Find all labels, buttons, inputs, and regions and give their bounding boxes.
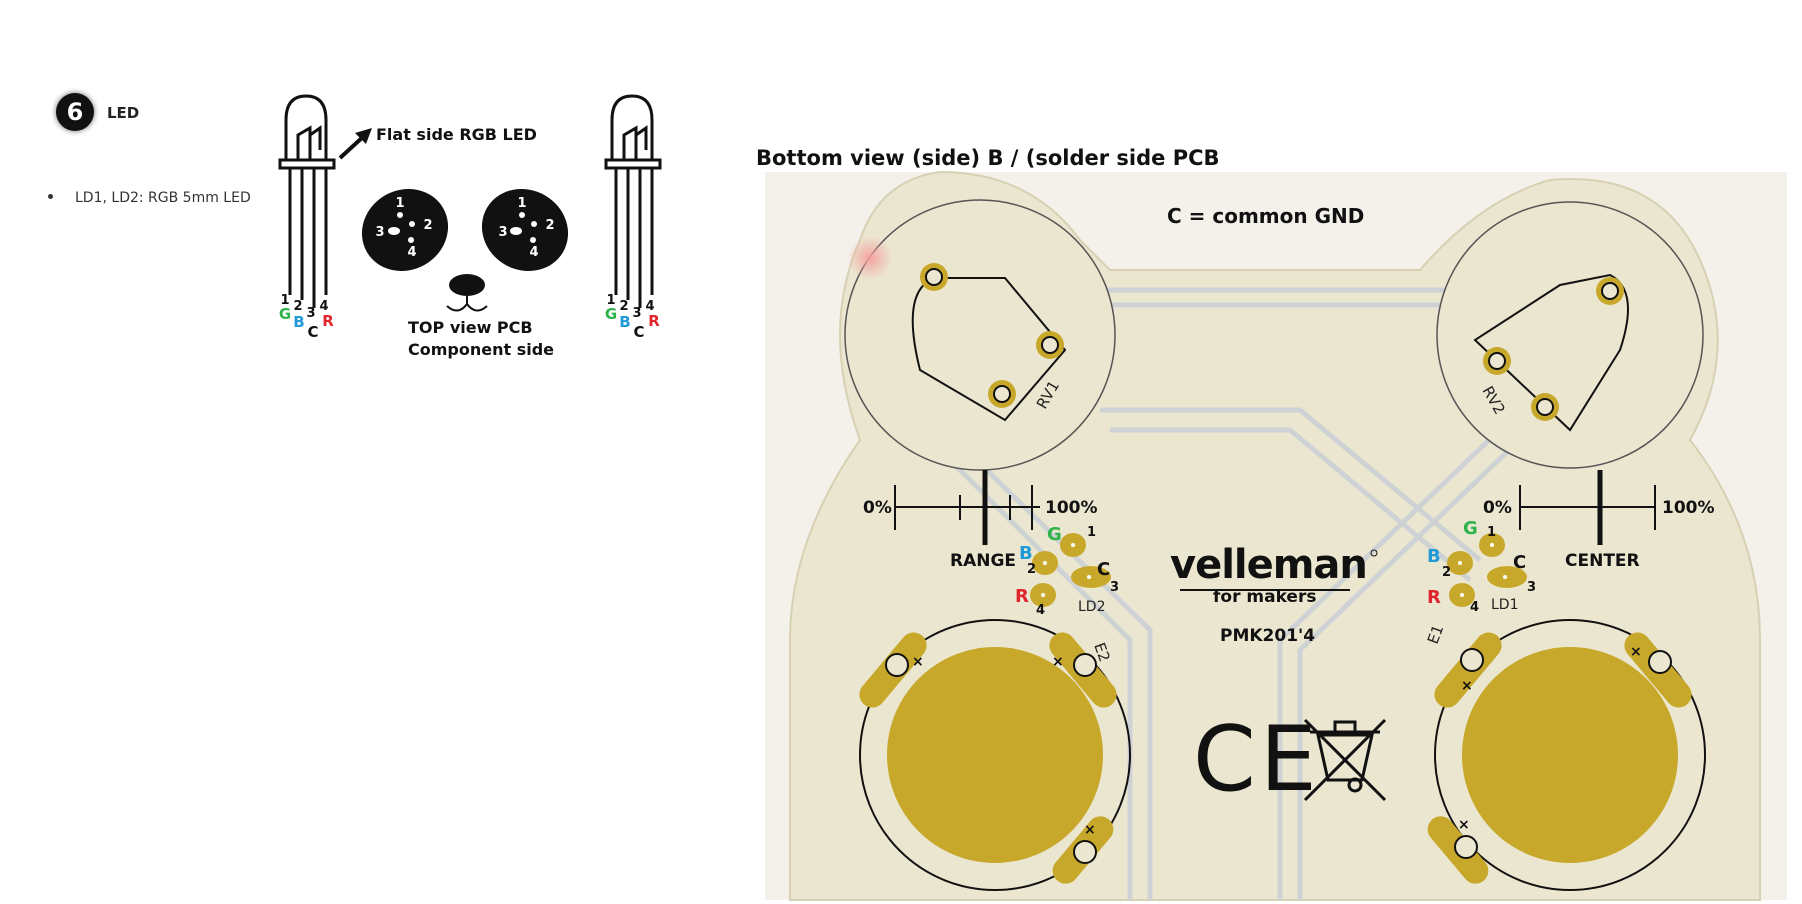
- ld1-pin2-number: 2: [1442, 565, 1451, 580]
- led-left-pin3-number: 3: [306, 306, 315, 321]
- e2-battery-holder: × × ×: [859, 619, 1131, 891]
- step-number-badge: 6: [56, 93, 94, 131]
- footprint-right-pin2: 2: [545, 218, 554, 233]
- led-right-pin-b-label: B: [619, 313, 630, 331]
- led-right-pin-r-label: R: [648, 312, 660, 330]
- ld1-label: LD1: [1491, 597, 1519, 613]
- center-pct-min: 0%: [1483, 498, 1512, 518]
- led-right-pin1-number: 1: [606, 293, 615, 308]
- led-right-pin4-number: 4: [645, 299, 654, 314]
- led-left-pin-r-label: R: [322, 312, 334, 330]
- ld2-pin4-number: 4: [1036, 603, 1045, 618]
- range-pct-max: 100%: [1045, 498, 1098, 518]
- weee-bin-icon: [1303, 718, 1387, 802]
- center-scale-icon: [1519, 470, 1656, 545]
- footprint-left-icon: [361, 188, 449, 272]
- ld2-g-label: G: [1047, 524, 1062, 545]
- svg-text:×: ×: [1630, 644, 1642, 660]
- footprint-right-pin1: 1: [517, 196, 526, 211]
- rv2-footprint: [1436, 201, 1704, 469]
- svg-text:×: ×: [1461, 678, 1473, 694]
- led-right-illustration: [604, 94, 662, 308]
- rv1-footprint: [844, 199, 1116, 471]
- bullet-dot-icon: [48, 193, 53, 199]
- svg-text:×: ×: [1052, 654, 1064, 670]
- ld1-b-label: B: [1427, 546, 1441, 567]
- ld1-pin4-number: 4: [1470, 600, 1479, 615]
- led-left-illustration: [278, 94, 336, 308]
- flat-side-arrow-icon: [338, 128, 372, 160]
- led-left-pin1-number: 1: [280, 293, 289, 308]
- led-left-pin4-number: 4: [319, 299, 328, 314]
- range-scale-icon: [894, 470, 1040, 545]
- ld1-r-label: R: [1427, 587, 1441, 608]
- registered-mark-icon: [1370, 549, 1378, 557]
- ce-mark: CE: [1193, 707, 1321, 812]
- ld2-pads: [1030, 533, 1111, 607]
- ld2-label: LD2: [1078, 599, 1106, 615]
- panda-nose-icon: [446, 274, 488, 312]
- led-right-pin2-number: 2: [619, 299, 628, 314]
- footprint-left-pin3: 3: [375, 225, 384, 240]
- svg-text:×: ×: [912, 654, 924, 670]
- ld1-pads: [1447, 533, 1527, 607]
- e1-label: E1: [1424, 622, 1447, 646]
- top-view-label-line2: Component side: [408, 340, 554, 359]
- bullet-text: LD1, LD2: RGB 5mm LED: [75, 190, 251, 206]
- footprint-right-icon: [481, 188, 569, 272]
- range-pct-min: 0%: [863, 498, 892, 518]
- bottom-view-title: Bottom view (side) B / (solder side PCB: [756, 146, 1220, 170]
- center-label: CENTER: [1565, 551, 1640, 571]
- ld2-r-label: R: [1015, 586, 1029, 607]
- led-right-pin3-number: 3: [632, 306, 641, 321]
- common-gnd-label: C = common GND: [1167, 204, 1364, 228]
- footprint-left-pin4: 4: [407, 245, 416, 260]
- bullet-list-item: LD1, LD2: RGB 5mm LED: [48, 190, 251, 206]
- footprint-right-pin3: 3: [498, 225, 507, 240]
- led-left-pin-c-label: C: [307, 323, 318, 341]
- range-label: RANGE: [950, 551, 1016, 571]
- led-right-pin-c-label: C: [633, 323, 644, 341]
- led-left-pin-b-label: B: [293, 313, 304, 331]
- ld2-pin1-number: 1: [1087, 525, 1096, 540]
- led-left-pin2-number: 2: [293, 299, 302, 314]
- ld1-g-label: G: [1463, 518, 1478, 539]
- svg-text:×: ×: [1458, 817, 1470, 833]
- footprint-left-pin1: 1: [395, 196, 404, 211]
- top-view-label-line1: TOP view PCB: [408, 318, 533, 337]
- ld2-pin3-number: 3: [1110, 580, 1119, 595]
- ld2-b-label: B: [1019, 543, 1033, 564]
- led-left-pin-g-label: G: [279, 305, 291, 323]
- center-pct-max: 100%: [1662, 498, 1715, 518]
- velleman-sub-logo: for makers: [1213, 587, 1316, 607]
- ld2-pin2-number: 2: [1027, 562, 1036, 577]
- footprint-right-pin4: 4: [529, 245, 538, 260]
- ld1-c-label: C: [1513, 552, 1526, 573]
- e2-label: E2: [1090, 640, 1113, 664]
- svg-text:×: ×: [1084, 822, 1096, 838]
- e1-battery-holder: × × ×: [1427, 619, 1706, 891]
- footprint-left-pin2: 2: [423, 218, 432, 233]
- model-label: PMK201'4: [1220, 626, 1315, 646]
- led-right-pin-g-label: G: [605, 305, 617, 323]
- flat-side-label: Flat side RGB LED: [376, 125, 537, 144]
- ld2-c-label: C: [1097, 559, 1110, 580]
- ld1-pin1-number: 1: [1487, 525, 1496, 540]
- ld1-pin3-number: 3: [1527, 580, 1536, 595]
- velleman-logo: velleman: [1170, 542, 1367, 588]
- step-title: LED: [107, 104, 140, 122]
